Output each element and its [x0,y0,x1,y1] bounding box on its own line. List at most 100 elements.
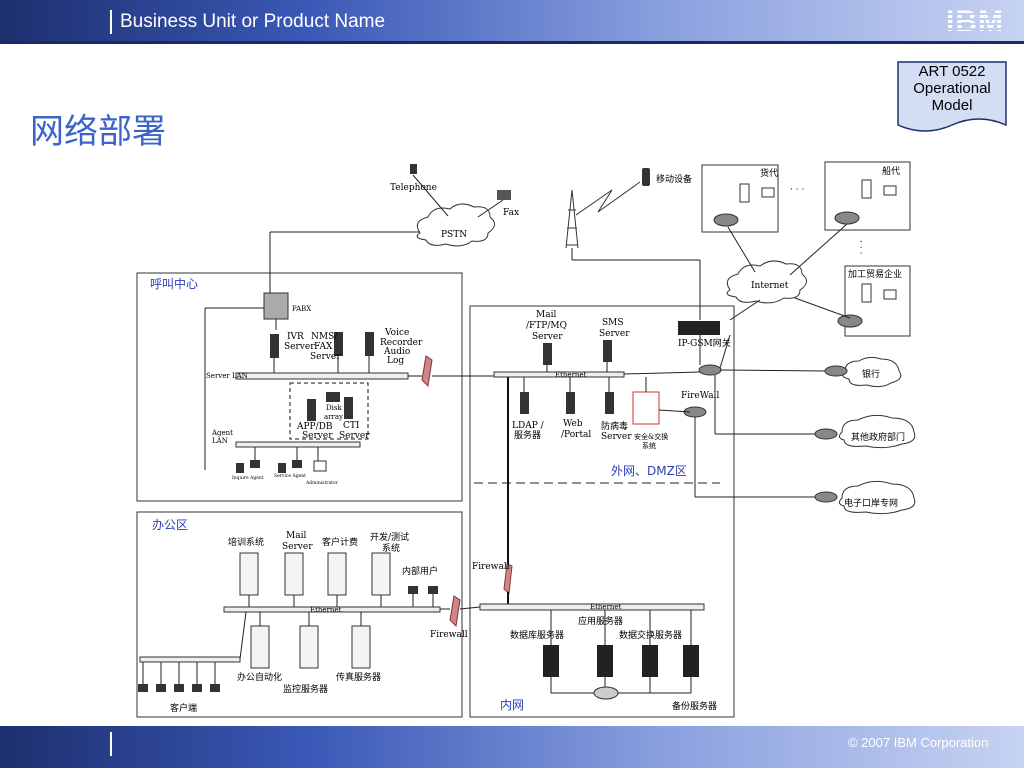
client-pcs [138,662,220,692]
ldap-label-1: LDAP / [512,421,545,431]
db-server-label: 数据库服务器 [510,629,564,641]
intranet-server-3 [642,645,658,677]
antivirus-label-1: 防病毒 [601,420,628,432]
bank-node: 银行 [824,356,902,388]
nms-label-3: Server [310,352,341,362]
app-server-label: 应用服务器 [578,615,623,627]
ellipsis-vertical: · · · [855,240,865,254]
nms-server [334,332,343,356]
agent-lan-label-2: LAN [212,437,228,445]
mail-dmz-label-3: Server [532,332,563,342]
firewall-office-label: Firewall [430,630,468,640]
secure-exchange-system [632,391,660,425]
admin-pc [313,460,327,472]
storage-disk [593,686,619,700]
firewall-callcenter [421,355,433,388]
processing-box [844,265,911,337]
mobile-node: 移动设备 [642,168,692,186]
fax-node: Fax [497,190,519,218]
eport-label: 电子口岸专网 [844,497,898,509]
disk-label-1: Disk [326,404,342,412]
client-bus [139,656,241,663]
voice-label-1: Voice [384,328,409,338]
agent-pc-1 [250,460,260,468]
footer-separator [110,732,112,756]
dmz-ethernet-label: Ethernet [555,371,587,379]
sms-server [603,340,612,362]
firewall-dmz-label: FireWall [681,391,719,401]
shipping-box [824,161,911,231]
pstn-label: PSTN [441,230,467,240]
telephone-node: Telephone [390,164,437,193]
telephone-label: Telephone [390,183,437,193]
ldap-server [520,392,529,414]
gov-label: 其他政府部门 [851,431,905,443]
voice-recorder [365,332,374,356]
web-portal-server [566,392,575,414]
agent-label-2: Service Agent [274,473,306,479]
secure-exchange-label-2: 系统 [642,441,656,450]
call-center-zone [136,272,463,502]
agent-lan-label-1: Agent [211,429,233,437]
mail-dmz-label-2: /FTP/MQ [526,321,567,331]
mobile-icon [642,168,650,186]
art-document-shape [897,61,1007,132]
agent-label-1: Inquire Agent [232,475,264,481]
telephone-icon [410,164,417,174]
cti-label-2: Server [339,431,370,441]
monitor-server [299,625,319,669]
internal-user-label: 内部用户 [402,565,438,577]
firewall-inner [503,563,513,594]
zone-label-dmz: 外网、DMZ区 [611,464,687,478]
voice-label-3: Audio [383,347,410,357]
page-title: 网络部署 [30,112,166,152]
dmz-router [698,364,722,376]
header-underline [0,41,1024,44]
office-zone [136,511,463,718]
intranet-ethernet-label: Ethernet [590,603,622,611]
billing-label: 客户计费 [322,536,358,548]
monitor-label: 监控服务器 [283,683,328,695]
nms-label-2: FAX [314,342,333,352]
antivirus-server [605,392,614,414]
internet-cloud: Internet [726,260,807,304]
internal-user-pc-1 [408,586,418,594]
pabx-label: PABX [292,305,311,313]
fax-server [351,625,371,669]
nms-label-1: NMS/ [311,332,338,342]
ivr-label-2: Server [284,342,315,352]
office-auto-label: 办公自动化 [237,671,282,683]
ibm-logo: IBM [946,5,1004,38]
server-lan-label: Server LAN [206,372,248,380]
antivirus-label-2: Server [601,432,632,442]
cti-label-1: CTI [343,421,360,431]
zone-label-intranet: 内网 [500,698,524,712]
zone-label-office: 办公区 [152,517,188,532]
dmz-intranet-zone [469,305,735,718]
intranet-server-2 [597,645,613,677]
appdb-server [307,399,316,421]
ldap-label-2: 服务器 [514,429,541,441]
agent-lan-bus [235,441,361,448]
server-lan-bus [235,372,409,380]
zone-label-call-center: 呼叫中心 [150,276,198,291]
devtest-label-1: 开发/测试 [370,531,409,543]
mail-office-label-2: Server [282,542,313,552]
header-banner [0,0,1024,42]
footer-banner [0,726,1024,768]
ivr-server [270,334,279,358]
mail-office-label-1: Mail [286,531,306,541]
office-ethernet-label: Ethernet [310,606,342,614]
processing-label: 加工贸易企业 [848,268,902,280]
ipgsm-label: IP-GSM网关 [678,337,731,349]
internal-user-pc-2 [428,586,438,594]
voice-label-2: Recorder [380,338,423,348]
training-server [239,552,259,596]
gov-node: 其他政府部门 [814,414,916,449]
fax-server-label: 传真服务器 [336,671,381,683]
freight-box [701,164,779,233]
sms-label-1: SMS [602,318,624,328]
devtest-server [371,552,391,596]
disk-array [326,392,340,402]
